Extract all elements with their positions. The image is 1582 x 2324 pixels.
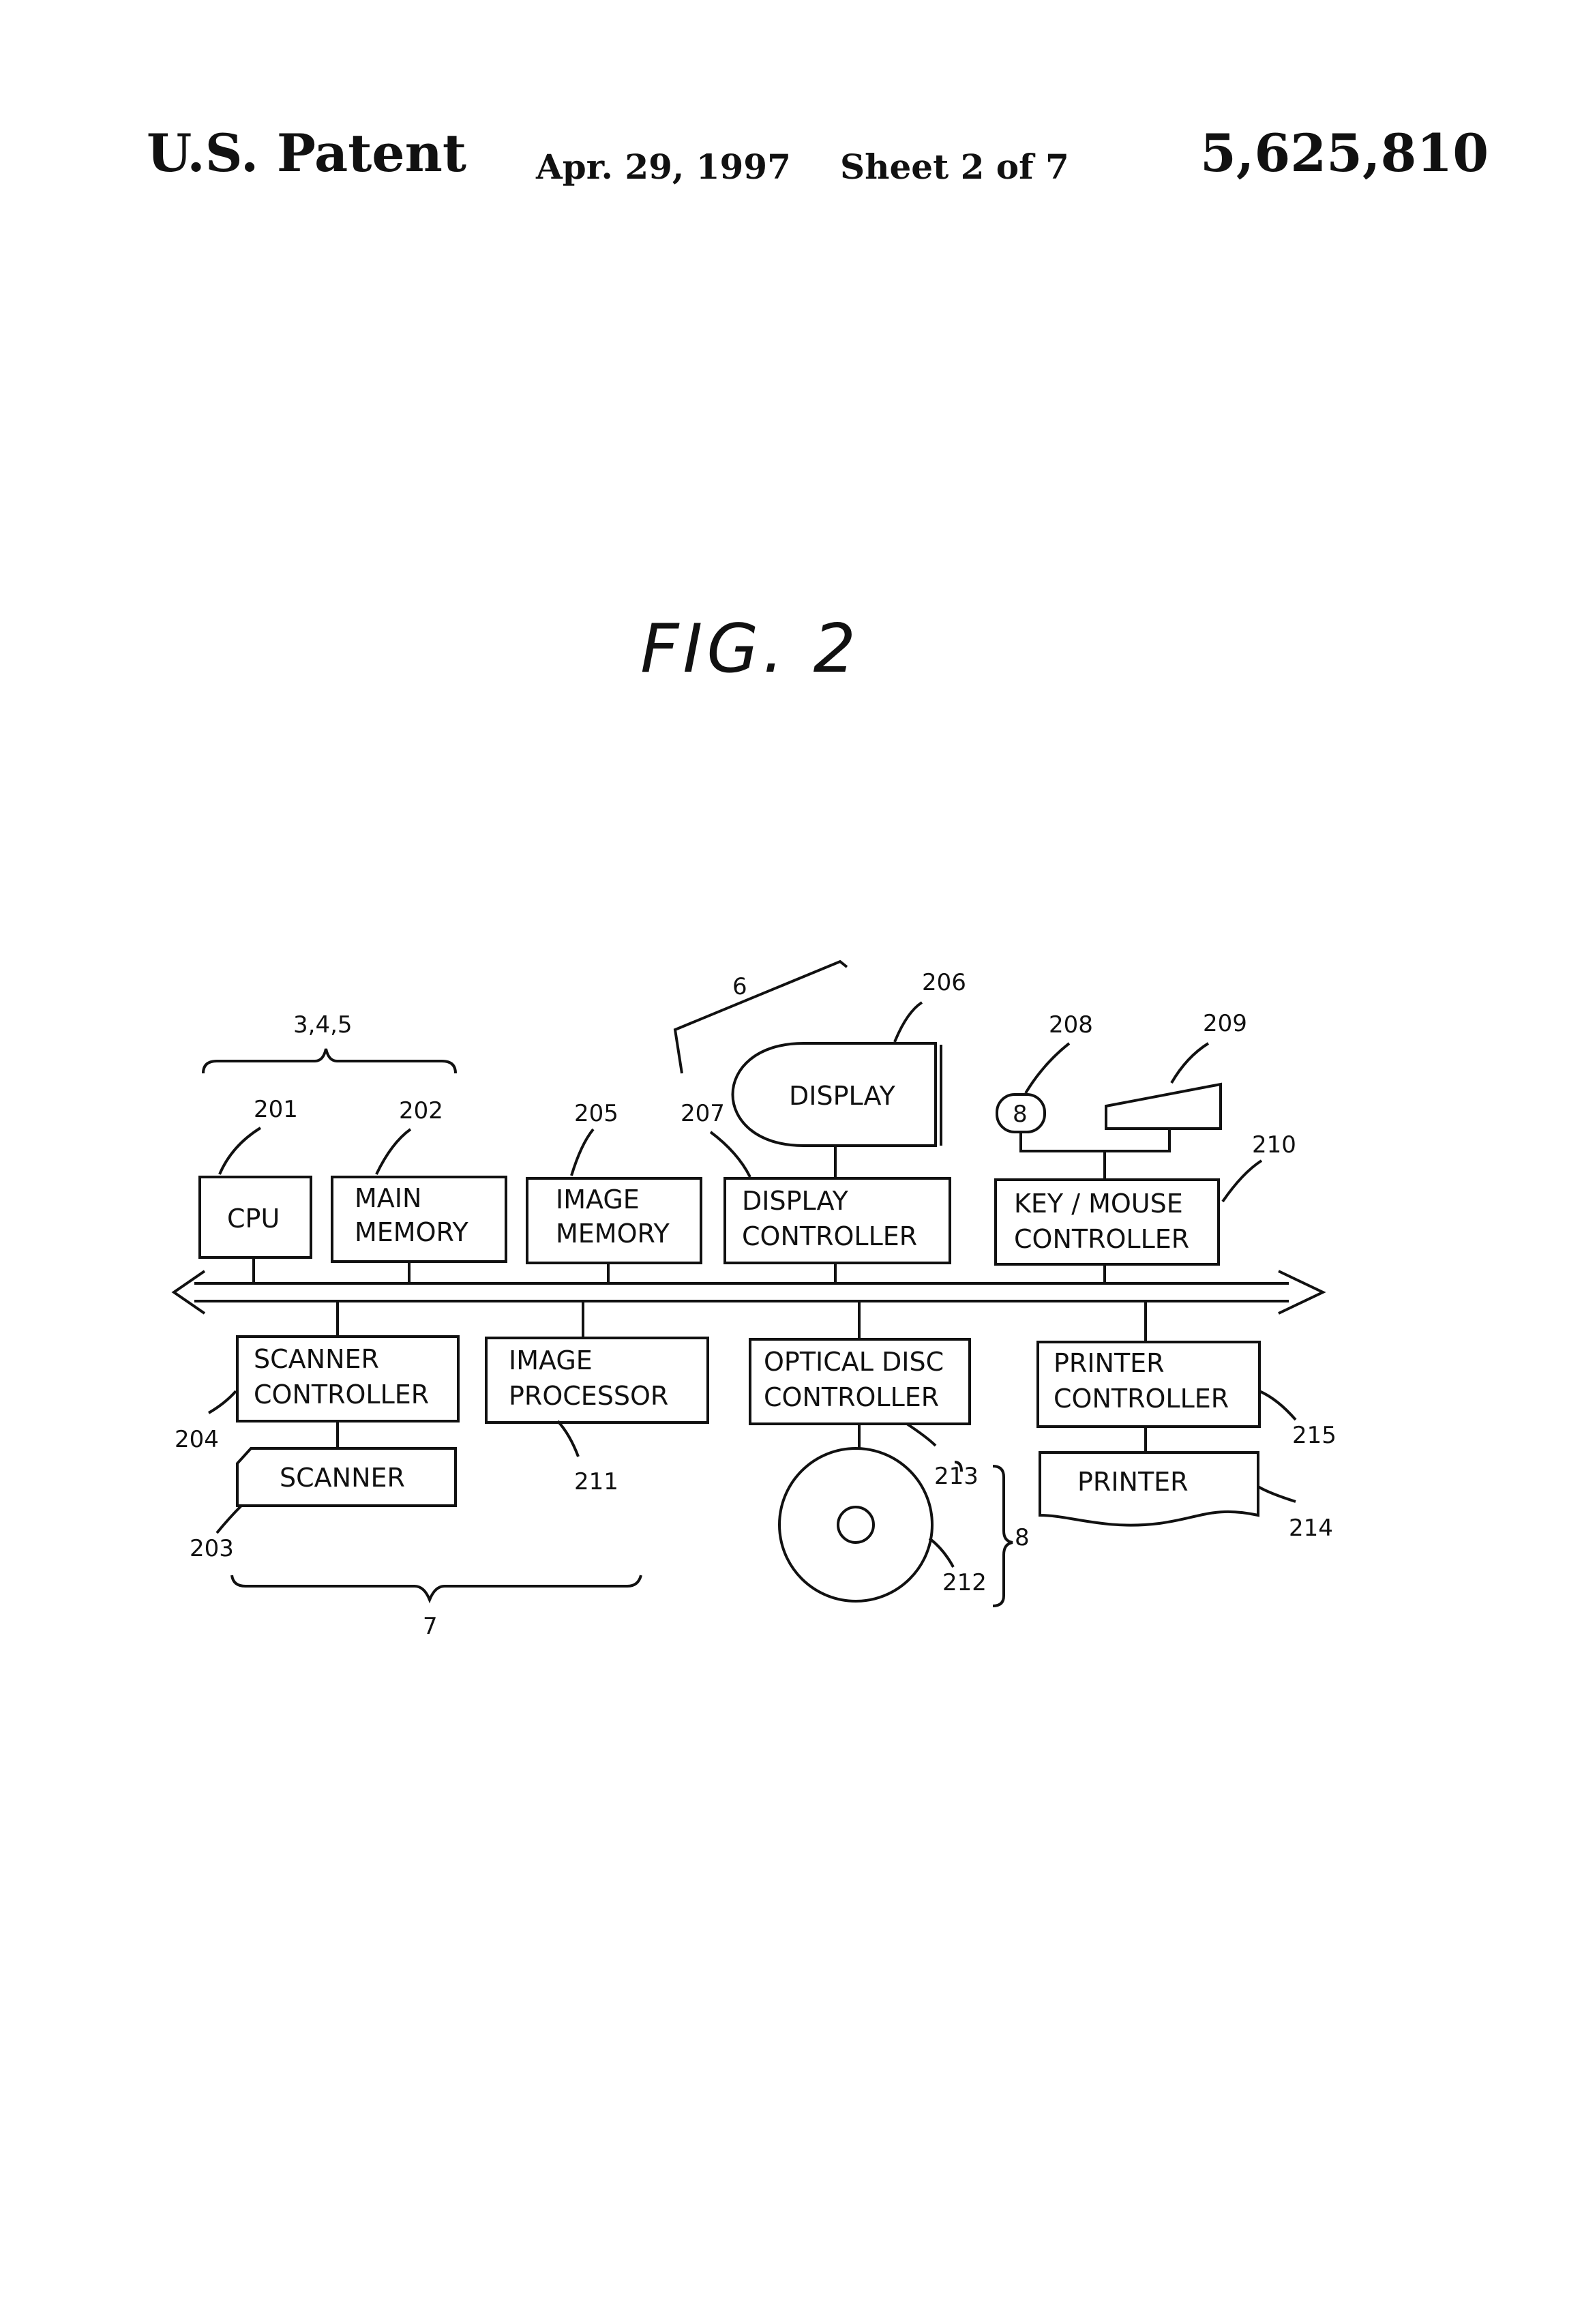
- ref-213: 213: [934, 1463, 979, 1490]
- group-ref-3-4-5: 3,4,5: [293, 1011, 353, 1039]
- image-memory-label-2: MEMORY: [556, 1219, 670, 1249]
- mouse-symbol: 8: [1013, 1101, 1028, 1128]
- ref-202: 202: [399, 1097, 443, 1124]
- ref-207: 207: [681, 1100, 725, 1127]
- main-memory-label-1: MAIN: [355, 1183, 421, 1213]
- scanner-controller-label-2: CONTROLLER: [254, 1380, 429, 1410]
- ref-209: 209: [1203, 1010, 1247, 1037]
- ref-205: 205: [574, 1100, 618, 1127]
- cpu-label: CPU: [227, 1204, 280, 1234]
- ref-203: 203: [190, 1535, 234, 1562]
- ref-210: 210: [1252, 1131, 1296, 1159]
- ref-211: 211: [574, 1468, 618, 1495]
- group-ref-7: 7: [423, 1613, 438, 1640]
- ref-212: 212: [942, 1569, 987, 1596]
- printer-controller-label-2: CONTROLLER: [1054, 1384, 1229, 1414]
- disc-hub: [838, 1507, 874, 1543]
- scanner-controller-label-1: SCANNER: [254, 1344, 379, 1374]
- group-ref-6: 6: [732, 973, 747, 1000]
- ref-208: 208: [1049, 1011, 1093, 1039]
- keyboard-shape: [1106, 1084, 1221, 1129]
- image-memory-label-1: IMAGE: [556, 1185, 640, 1215]
- ref-215: 215: [1292, 1422, 1337, 1449]
- ref-214: 214: [1289, 1515, 1333, 1542]
- key-mouse-controller-label-2: CONTROLLER: [1014, 1224, 1189, 1254]
- ref-201: 201: [254, 1096, 298, 1123]
- printer-label: PRINTER: [1077, 1467, 1189, 1497]
- ref-206: 206: [922, 969, 966, 996]
- optical-disc-controller-label-1: OPTICAL DISC: [764, 1347, 944, 1377]
- optical-disc-shape: [779, 1448, 932, 1601]
- image-processor-label-1: IMAGE: [509, 1345, 593, 1375]
- display-controller-label-2: CONTROLLER: [742, 1221, 917, 1251]
- optical-disc-controller-label-2: CONTROLLER: [764, 1382, 939, 1412]
- scanner-label: SCANNER: [280, 1463, 405, 1493]
- ref-204: 204: [175, 1426, 219, 1453]
- display-label: DISPLAY: [789, 1081, 896, 1111]
- printer-controller-label-1: PRINTER: [1054, 1348, 1165, 1378]
- key-mouse-controller-label-1: KEY / MOUSE: [1014, 1189, 1183, 1219]
- main-memory-label-2: MEMORY: [355, 1217, 468, 1247]
- group-ref-8: 8: [1015, 1524, 1030, 1551]
- image-processor-label-2: PROCESSOR: [509, 1381, 668, 1411]
- system-bus: [174, 1271, 1323, 1313]
- display-controller-label-1: DISPLAY: [742, 1186, 849, 1216]
